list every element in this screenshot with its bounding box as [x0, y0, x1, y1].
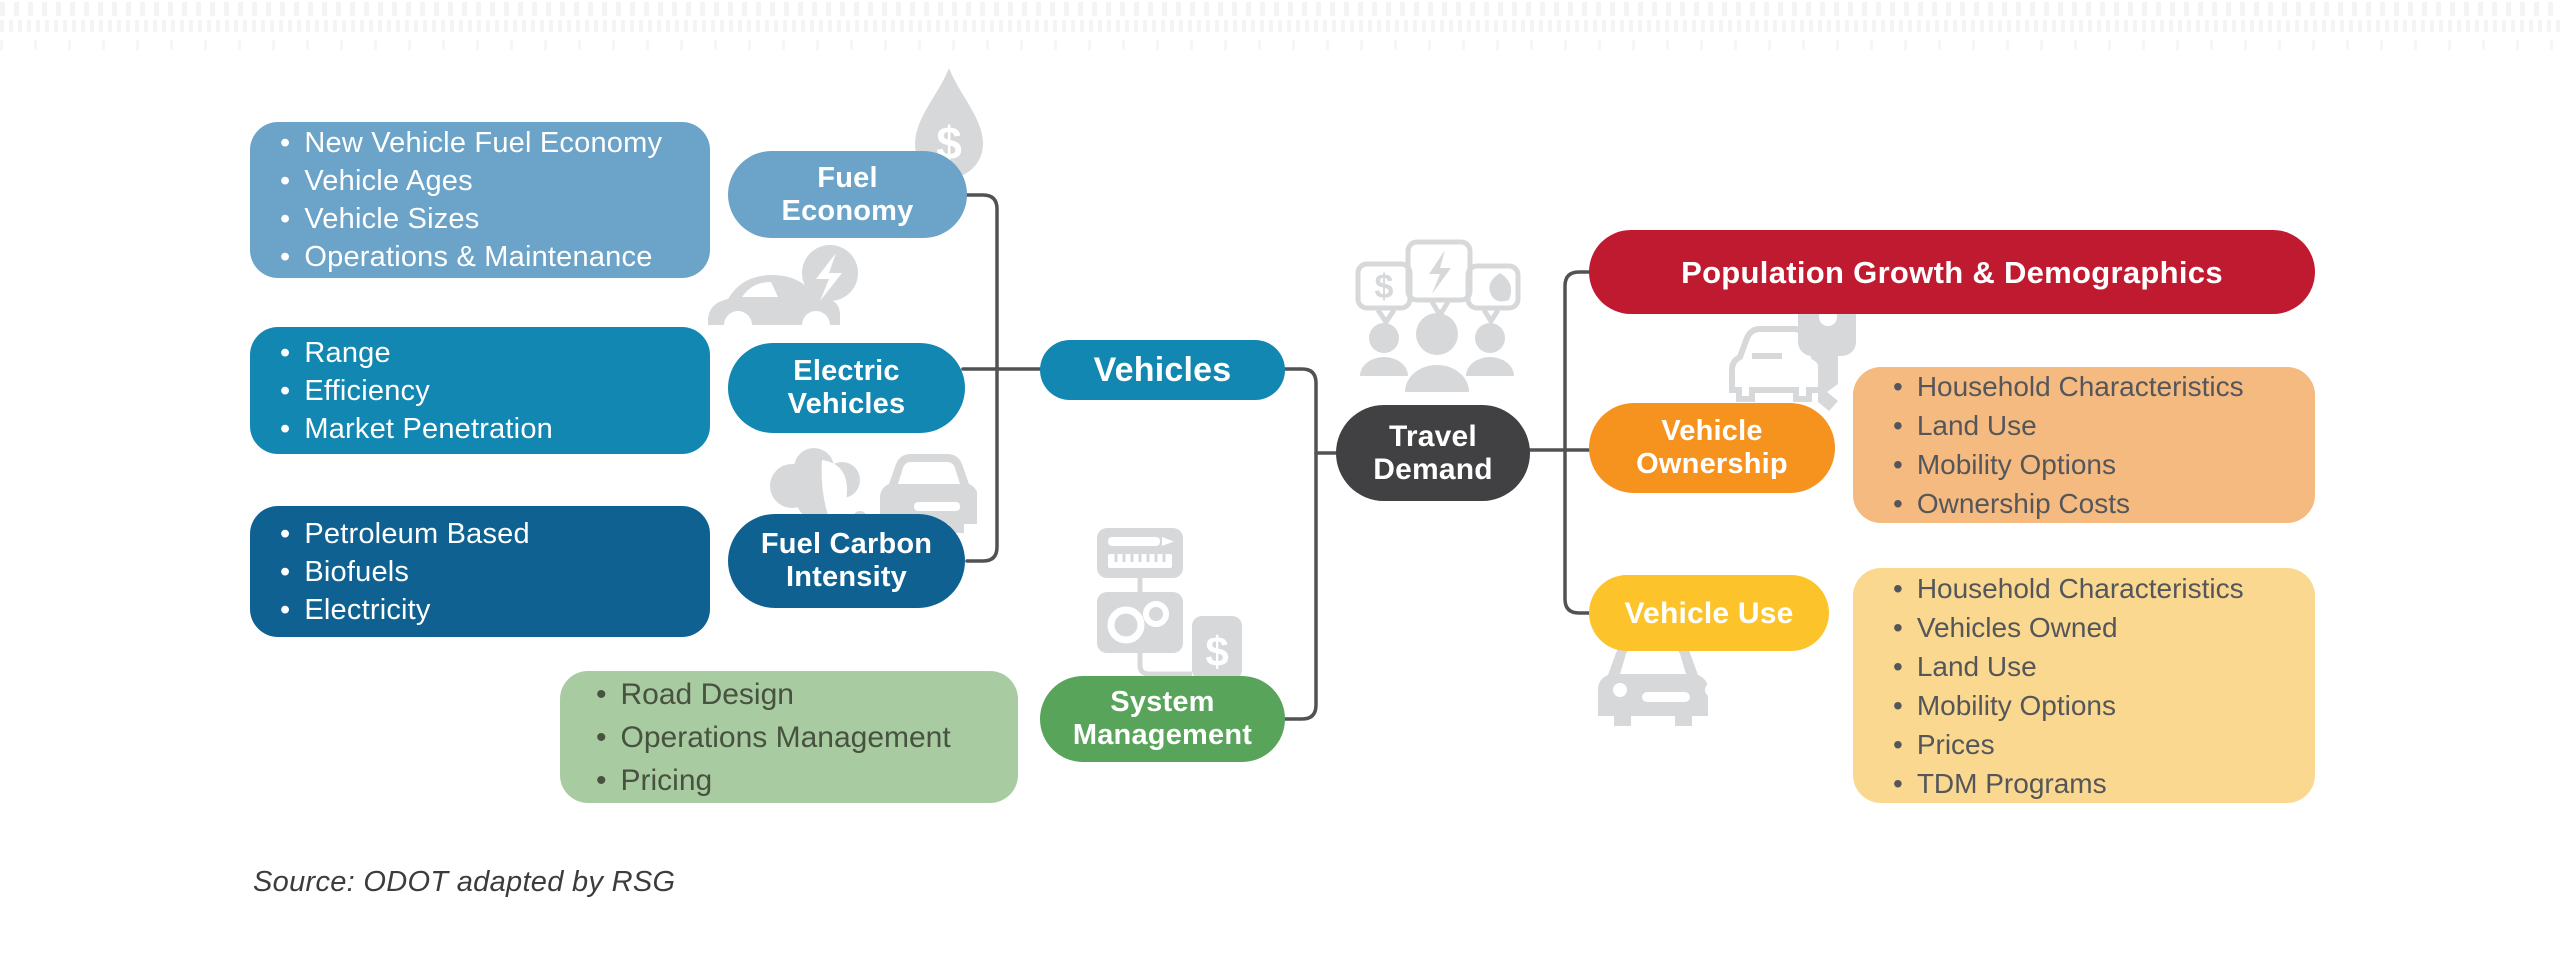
car-front-icon: [1598, 642, 1719, 726]
bullet-item: •Ownership Costs: [1893, 488, 2130, 519]
node-vehicle-use: Vehicle Use: [1589, 575, 1829, 651]
node-population-growth-demographics: Population Growth & Demographics: [1589, 230, 2315, 314]
bullet-item: •Efficiency: [280, 374, 430, 407]
bullet-item: •Prices: [1893, 728, 1995, 760]
node-vehicles: Vehicles: [1040, 340, 1285, 400]
bullet-item: •Vehicle Ages: [280, 165, 473, 197]
node-system-management: System Management: [1040, 676, 1285, 762]
bullet-item: •Household Characteristics: [1893, 371, 2244, 402]
bullet-item: •Mobility Options: [1893, 449, 2116, 480]
node-fuel-carbon-intensity: Fuel Carbon Intensity: [728, 514, 965, 608]
bullet-item: •Mobility Options: [1893, 689, 2116, 721]
factor-box-fuel-carbon-intensity: •Petroleum Based •Biofuels •Electricity: [250, 506, 710, 637]
bullet-item: •Range: [280, 336, 391, 369]
people-ideas-icon: $: [1355, 239, 1521, 392]
bullet-item: •TDM Programs: [1893, 767, 2107, 799]
bullet-item: •Household Characteristics: [1893, 572, 2244, 604]
wire-left-spine: [965, 193, 999, 563]
svg-text:$: $: [1375, 268, 1394, 306]
bullet-item: •Electricity: [280, 593, 431, 626]
bullet-item: •Vehicle Sizes: [280, 203, 480, 235]
bullet-item: •Petroleum Based: [280, 517, 530, 550]
bullet-item: •Operations Management: [596, 720, 951, 754]
svg-text:$: $: [1205, 628, 1228, 675]
factor-box-vehicle-ownership: •Household Characteristics •Land Use •Mobi…: [1853, 367, 2315, 523]
bullet-item: •New Vehicle Fuel Economy: [280, 127, 663, 159]
wire-vehicles-systemmgmt-spine: [1281, 367, 1318, 721]
bullet-item: •Land Use: [1893, 410, 2037, 441]
factor-box-system-management: •Road Design •Operations Management •Prici…: [560, 671, 1018, 803]
node-fuel-economy: Fuel Economy: [728, 151, 967, 238]
bullet-item: •Operations & Maintenance: [280, 241, 653, 273]
wire-right-spine: [1563, 270, 1593, 615]
node-electric-vehicles: Electric Vehicles: [728, 343, 965, 433]
source-attribution: Source: ODOT adapted by RSG: [253, 866, 676, 898]
bullet-item: •Land Use: [1893, 650, 2037, 682]
node-vehicle-ownership: Vehicle Ownership: [1589, 403, 1835, 493]
factor-box-fuel-economy: •New Vehicle Fuel Economy •Vehicle Ages •V…: [250, 122, 710, 278]
bullet-item: •Road Design: [596, 677, 794, 711]
electric-car-icon: [708, 245, 858, 325]
factor-box-vehicle-use: •Household Characteristics •Vehicles Owne…: [1853, 568, 2315, 803]
factor-box-electric-vehicles: •Range •Efficiency •Market Penetration: [250, 327, 710, 454]
design-operations-pricing-icon: $: [1097, 528, 1242, 680]
bullet-item: •Biofuels: [280, 555, 410, 588]
node-travel-demand: Travel Demand: [1336, 405, 1530, 501]
bullet-item: •Market Penetration: [280, 412, 553, 445]
bullet-item: •Vehicles Owned: [1893, 611, 2118, 643]
bullet-item: •Pricing: [596, 763, 713, 797]
